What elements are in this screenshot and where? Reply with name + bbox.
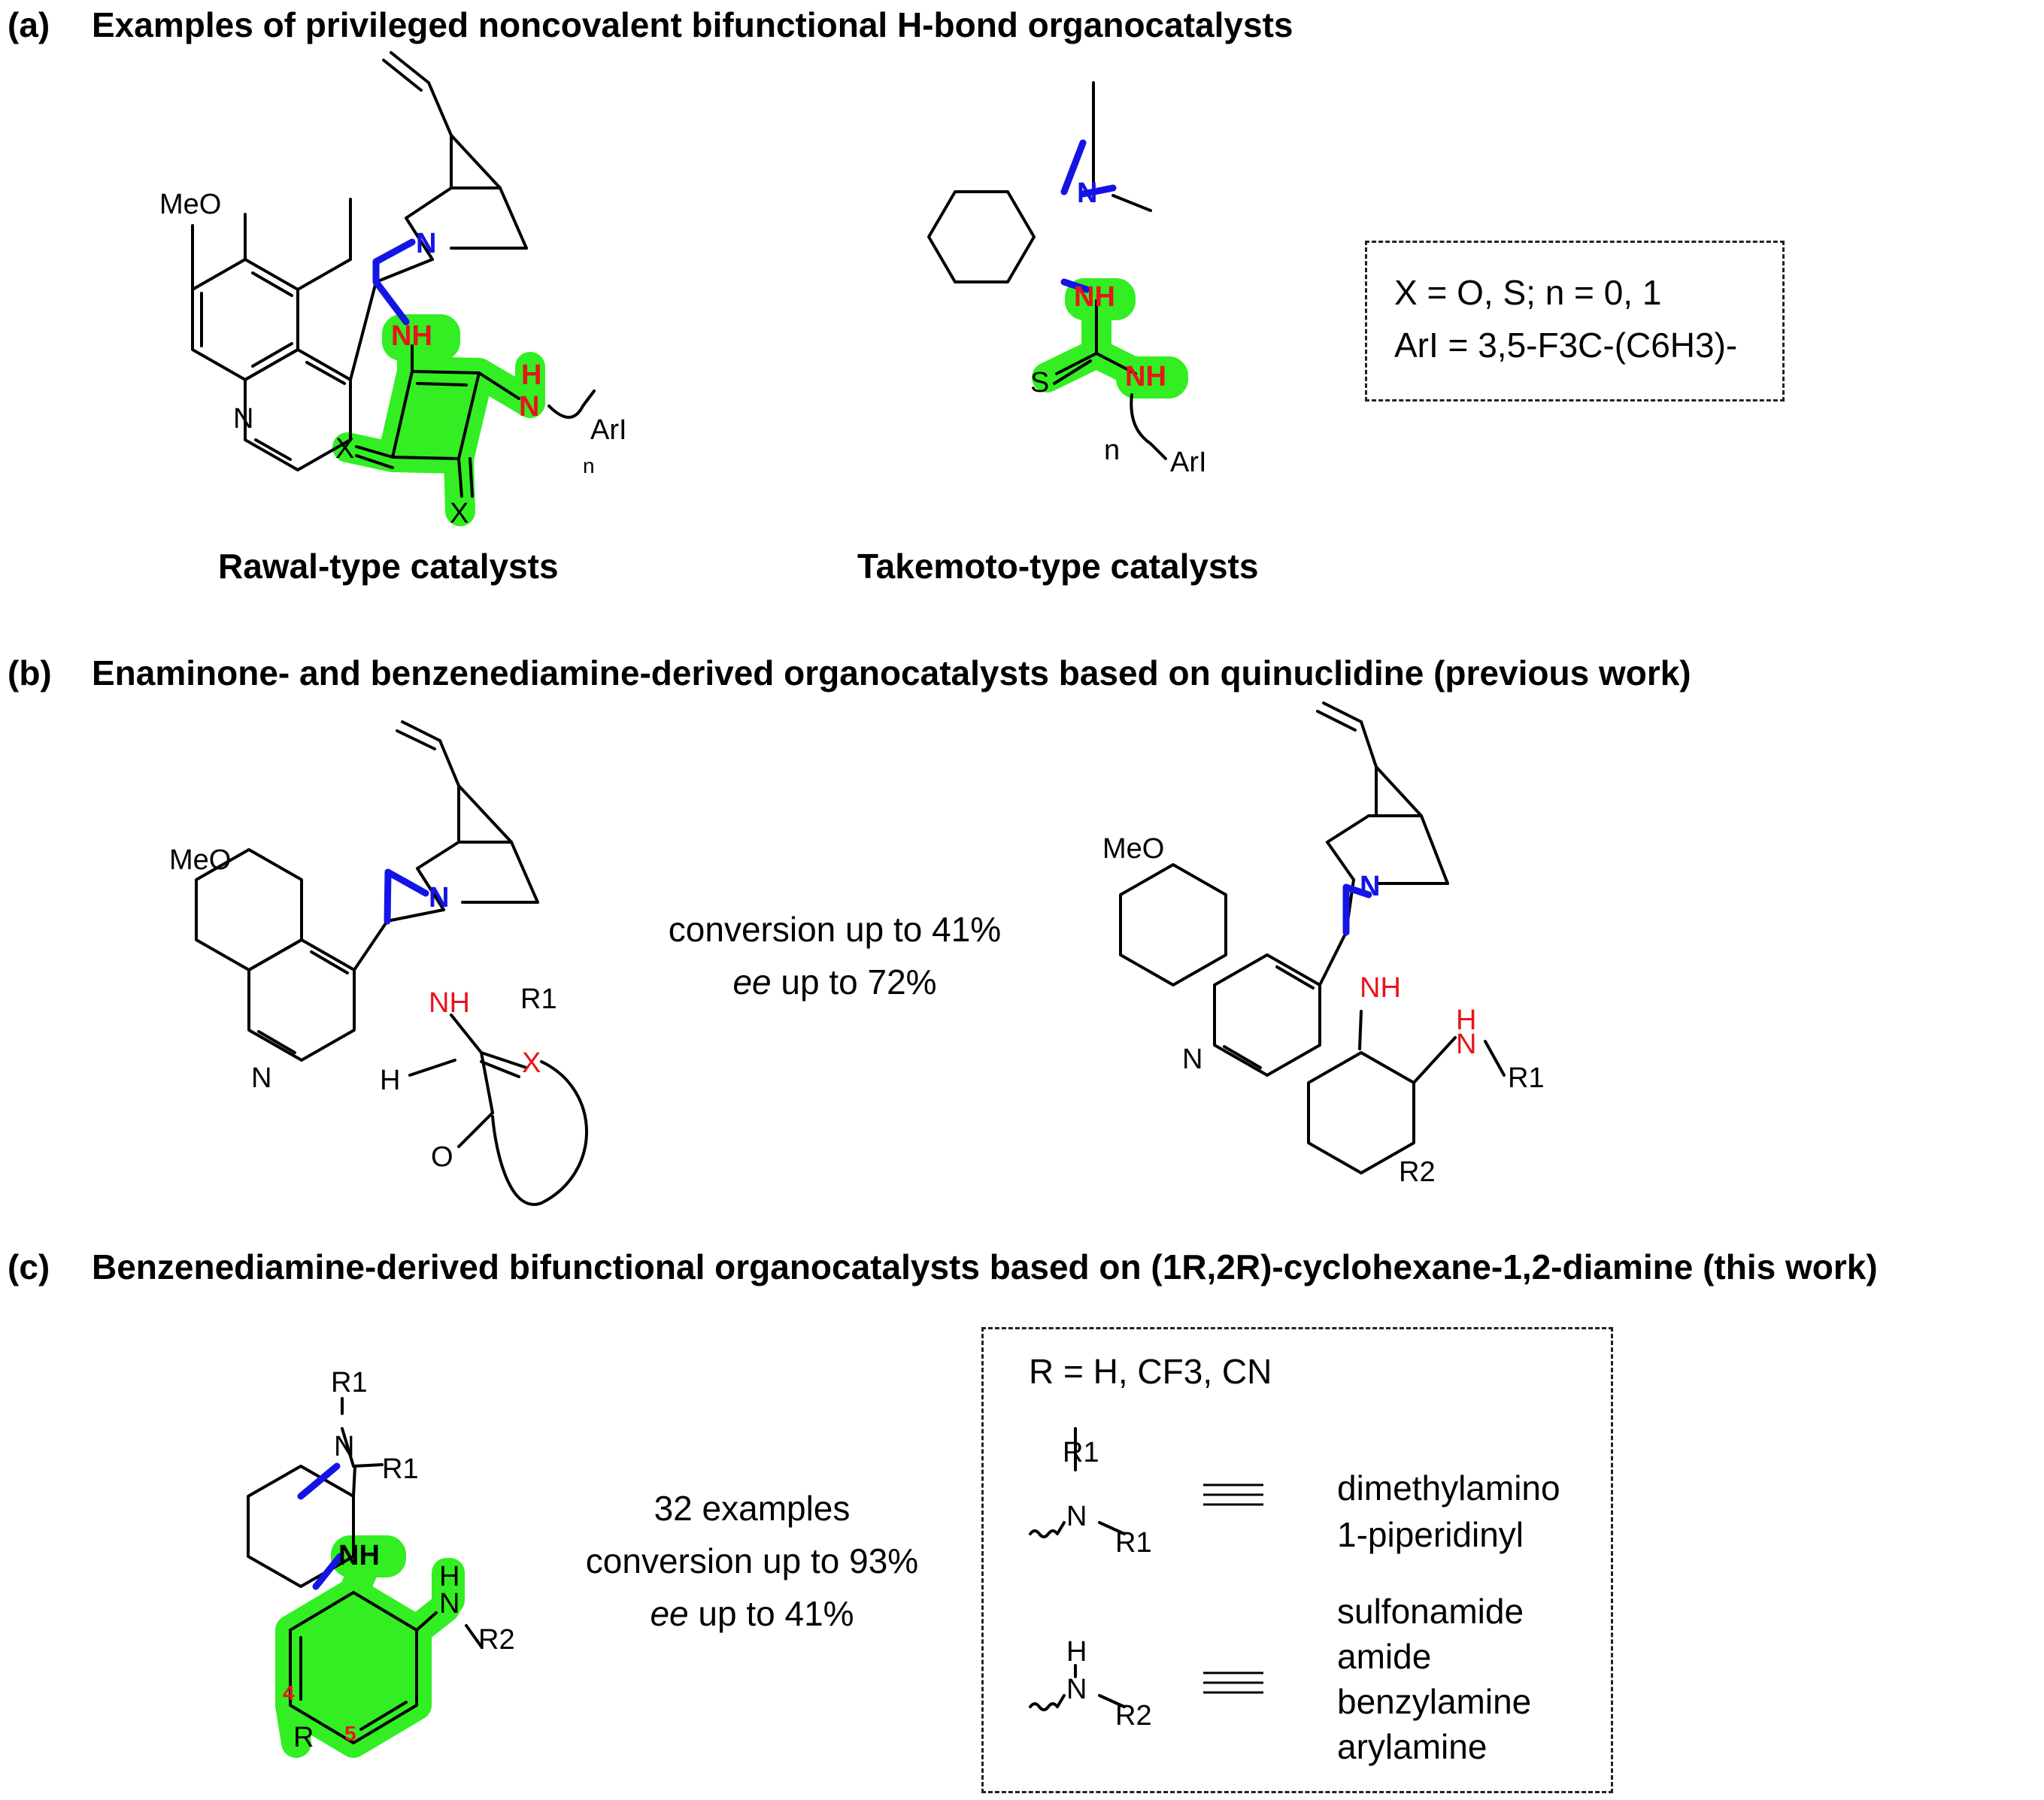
takemoto-nh-lower: NH [1125,361,1166,392]
takemoto-s-label: S [1030,367,1050,398]
rawal-caption: Rawal-type catalysts [218,547,559,586]
c-stats-line2: conversion up to 93% [585,1541,919,1580]
panel-b-title: Enaminone- and benzenediamine-derived or… [92,653,1691,692]
panel-a-legend-box: X = O, S; n = 0, 1 ArI = 3,5-F3C-(C6H3)- [1365,241,1785,402]
c-stats-line1: 32 examples [654,1489,851,1528]
b-left-methoxy: MeO [169,844,232,876]
c-r1-right: R1 [382,1453,419,1485]
c-legend-r2: R2 [1115,1700,1152,1732]
c-n-right: N [439,1588,460,1620]
panel-b-tag: (b) [8,653,52,692]
c-nh-type-3: benzylamine [1337,1682,1532,1721]
panel-a-title: Examples of privileged noncovalent bifun… [92,5,1293,44]
panel-c-tag: (c) [8,1247,50,1286]
c-r-substituent: R [293,1722,314,1753]
c-stats-ee: ee [650,1594,689,1633]
c-legend-amine-types: dimethylamino 1-piperidinyl [1337,1465,1560,1558]
bond-lines [191,51,1506,1744]
rawal-n-right: N [519,391,540,423]
c-position-4: 4 [283,1681,295,1705]
b-left-x: X [522,1047,541,1079]
b-left-o: O [431,1141,453,1173]
b-left-quinuclidine-n: N [429,882,450,914]
panel-b-heading: (b) Enaminone- and benzenediamine-derived… [8,653,1691,693]
b-right-quinuclidine-n: N [1360,871,1381,902]
takemoto-nh-upper: NH [1074,281,1115,313]
b-right-n: N [1456,1029,1477,1060]
rawal-quinoline-n: N [233,403,254,435]
takemoto-n-subscript: n [1104,435,1121,466]
c-legend-r-definition: R = H, CF3, CN [1029,1352,1272,1391]
c-n-amine: N [334,1431,355,1462]
c-nh-type-4: arylamine [1337,1727,1488,1766]
rawal-nh-left: NH [391,320,432,352]
b-stats-ee: ee [732,962,772,1002]
c-r1-top: R1 [331,1367,368,1398]
c-nh-type-2: amide [1337,1637,1432,1676]
panel-a-tag: (a) [8,5,50,44]
c-h-right: H [439,1561,460,1592]
rawal-h-right: H [521,359,542,391]
takemoto-ari-label: ArI [1170,447,1207,478]
b-right-r2: R2 [1399,1156,1436,1188]
b-stats-line1: conversion up to 41% [668,910,1002,949]
equivalence-symbols [1203,1483,1263,1694]
rawal-ari-label: ArI [590,414,627,446]
rawal-methoxy-label: MeO [159,189,222,220]
c-legend-h: H [1066,1636,1087,1668]
c-r2: R2 [478,1624,515,1656]
b-left-nh: NH [429,987,470,1019]
c-legend-r1-top: R1 [1063,1437,1099,1468]
b-stats-line2: ee up to 72% [624,955,1045,1009]
c-legend-r1-right: R1 [1115,1527,1152,1559]
c-position-5: 5 [344,1722,356,1745]
takemoto-n-amine: N [1077,177,1098,209]
rawal-x-bottom: X [450,498,469,529]
c-legend-n-amine: N [1066,1501,1087,1532]
b-left-h: H [380,1065,401,1096]
blue-stereo-bonds [297,139,1372,1590]
panel-c-legend-box: R = H, CF3, CN dimethylamino 1-piperidin… [981,1327,1613,1793]
panel-a-heading: (a) Examples of privileged noncovalent bi… [8,5,1293,45]
takemoto-caption: Takemoto-type catalysts [857,547,1259,586]
rawal-x-left: X [335,433,355,465]
b-right-r1: R1 [1508,1062,1545,1094]
b-stats-ee-value: up to 72% [771,962,937,1002]
b-right-methoxy: MeO [1102,833,1165,865]
b-right-nh: NH [1360,972,1401,1004]
c-stats-line3: ee up to 41% [534,1586,970,1641]
c-legend-n-nh: N [1066,1674,1087,1705]
panel-a-legend-line1: X = O, S; n = 0, 1 [1394,273,1662,312]
panel-c-heading: (c) Benzenediamine-derived bifunctional o… [8,1247,1878,1287]
b-right-quinoline-n: N [1182,1044,1203,1075]
panel-a-legend-line2: ArI = 3,5-F3C-(C6H3)- [1394,326,1738,365]
b-right-h: H [1456,1005,1477,1036]
c-stats-ee-value: up to 41% [688,1594,854,1633]
c-nh-upper: NH [338,1540,380,1571]
rawal-quinuclidine-n: N [416,228,437,259]
c-amine-type-2: 1-piperidinyl [1337,1515,1524,1554]
rawal-n-subscript: n [583,454,595,477]
panel-c-title: Benzenediamine-derived bifunctional orga… [92,1247,1878,1286]
b-left-quinoline-n: N [251,1062,272,1094]
c-nh-type-1: sulfonamide [1337,1592,1524,1631]
b-left-r1: R1 [520,983,557,1015]
c-legend-nh-types: sulfonamide amide benzylamine arylamine [1337,1589,1531,1769]
c-amine-type-1: dimethylamino [1337,1468,1560,1508]
